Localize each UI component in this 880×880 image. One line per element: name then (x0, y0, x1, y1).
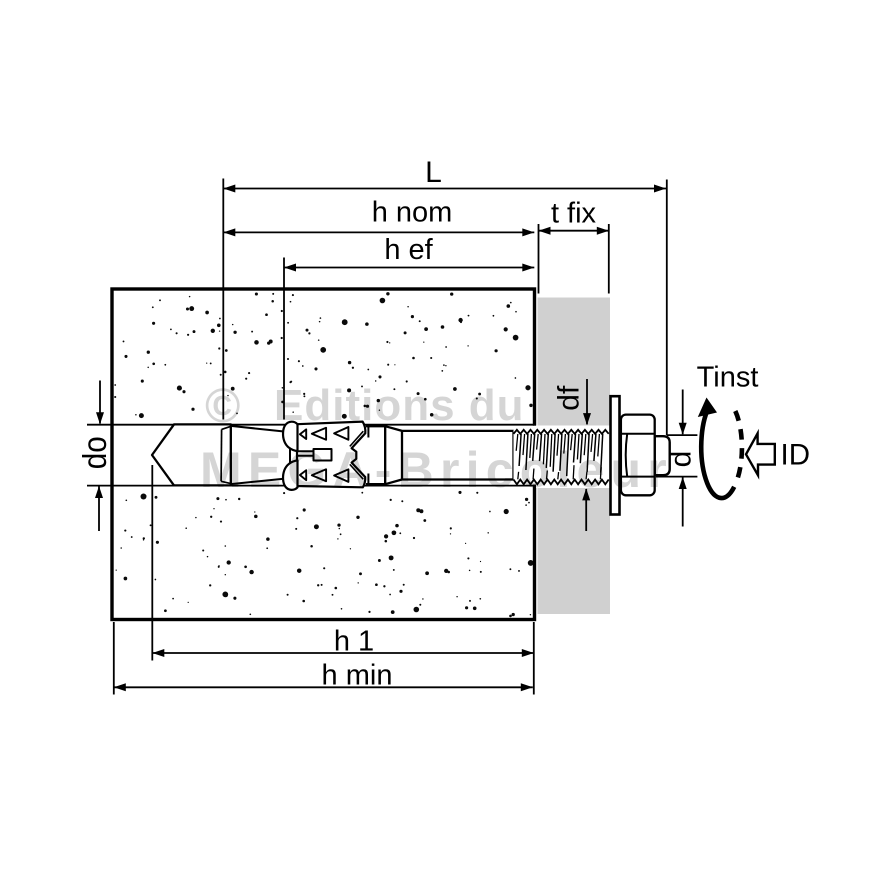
svg-text:L: L (425, 156, 442, 189)
svg-text:©: © (205, 380, 240, 433)
svg-text:h min: h min (322, 660, 393, 692)
svg-text:h nom: h nom (372, 197, 453, 229)
svg-text:MEGA-Bricoleur: MEGA-Bricoleur (200, 442, 673, 498)
svg-text:Editions du: Editions du (274, 381, 525, 430)
svg-text:df: df (553, 385, 586, 411)
svg-text:Tinst: Tinst (697, 361, 759, 393)
svg-text:d: d (665, 451, 698, 468)
svg-text:h 1: h 1 (334, 626, 374, 658)
svg-text:do: do (76, 436, 113, 469)
svg-text:h ef: h ef (384, 234, 433, 266)
svg-text:t fix: t fix (551, 198, 597, 230)
svg-text:ID: ID (781, 439, 811, 472)
